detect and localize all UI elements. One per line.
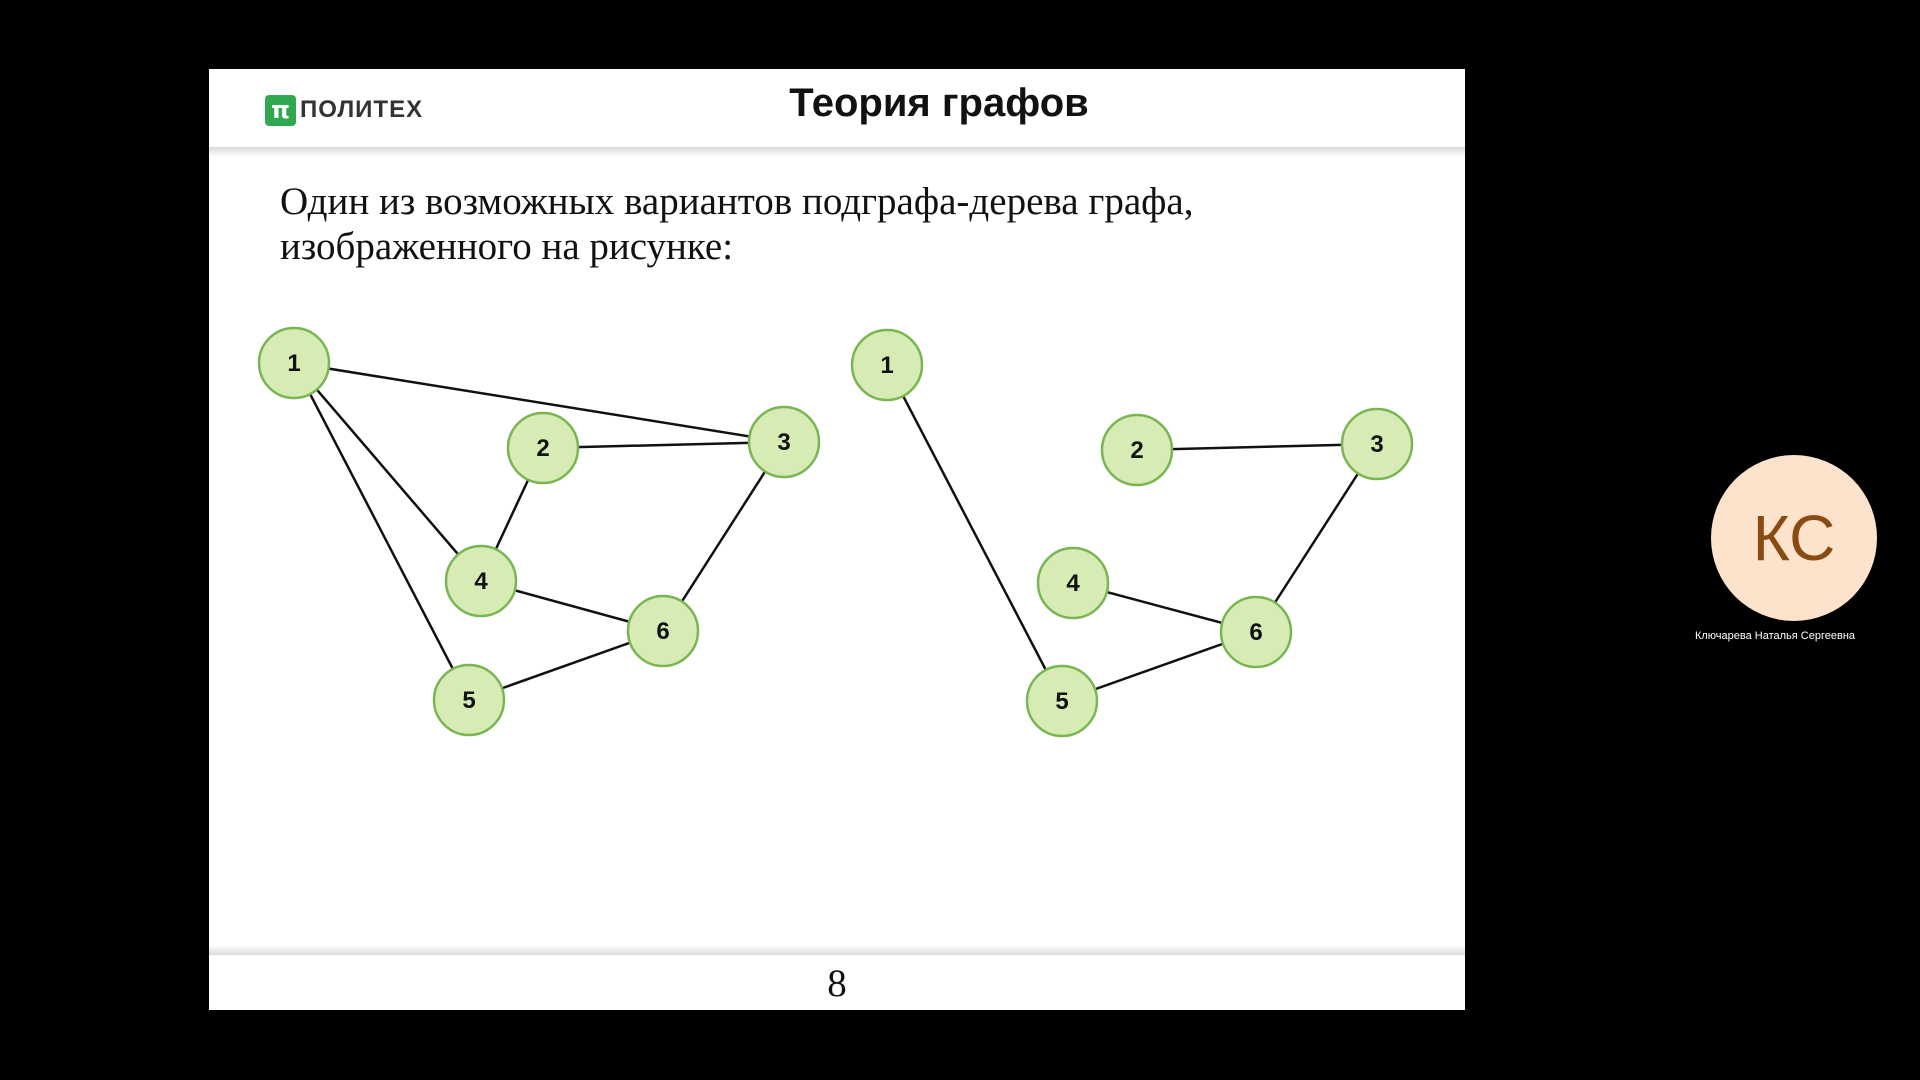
- slide-body-text: Один из возможных вариантов подграфа-дер…: [280, 179, 1380, 269]
- graph-node-2: [1100, 413, 1174, 487]
- subtree-graph: 1 2 3 4 5 6: [850, 328, 1414, 738]
- graph-edge-1-3: [293, 361, 785, 444]
- graph-node-label: 2: [536, 435, 549, 462]
- graph-node-label: 2: [1130, 437, 1143, 464]
- graph-node-3: [747, 405, 821, 479]
- slide-title: Теория графов: [789, 81, 1089, 125]
- graph-node-4: [444, 544, 518, 618]
- logo-mark-icon: π: [265, 94, 296, 126]
- graph-node-label: 6: [656, 618, 669, 645]
- graph-edge-2-3: [1136, 442, 1378, 452]
- footer-divider: [209, 945, 1465, 955]
- graph-node-1: [257, 326, 331, 400]
- graph-node-label: 4: [474, 568, 488, 595]
- graph-node-6: [1219, 595, 1293, 669]
- graph-node-label: 6: [1249, 619, 1262, 646]
- body-text-line-2: изображенного на рисунке:: [280, 225, 734, 268]
- graph-edge-1-5: [292, 362, 471, 701]
- participant-tile[interactable]: КС: [1711, 455, 1877, 621]
- participant-name: Ключарева Наталья Сергеевна: [1694, 630, 1856, 642]
- politech-logo: π ПОЛИТЕХ: [265, 93, 423, 127]
- original-graph: 1 2 3 4 5 6: [257, 326, 821, 737]
- graph-node-1: [850, 328, 924, 402]
- graph-node-label: 4: [1066, 570, 1080, 597]
- graph-edge-1-4: [293, 362, 482, 582]
- participant-avatar: КС: [1711, 455, 1877, 621]
- graph-edge-3-6: [1254, 443, 1379, 633]
- slide-header: π ПОЛИТЕХ Теория графов: [209, 69, 1465, 149]
- graph-node-label: 1: [287, 350, 300, 377]
- graph-node-5: [1025, 664, 1099, 738]
- graph-node-label: 3: [777, 429, 790, 456]
- graph-node-5: [432, 663, 506, 737]
- graph-node-label: 1: [880, 352, 893, 379]
- graph-node-2: [506, 411, 580, 485]
- graph-node-3: [1340, 407, 1414, 481]
- graph-node-4: [1036, 546, 1110, 620]
- graphs-figure: 1 2 3 4 5 6 1 2 3 4 5 6: [257, 326, 1414, 738]
- page-number: 8: [827, 962, 847, 1005]
- presentation-slide: π ПОЛИТЕХ Теория графов Один из возможны…: [209, 69, 1465, 1010]
- header-divider: [209, 147, 1465, 157]
- graph-node-label: 5: [462, 687, 475, 714]
- logo-text: ПОЛИТЕХ: [300, 96, 424, 123]
- graph-node-6: [626, 594, 700, 668]
- graph-node-label: 3: [1370, 431, 1383, 458]
- graph-node-label: 5: [1055, 688, 1068, 715]
- graph-edge-3-6: [661, 441, 786, 632]
- graph-edge-2-3: [542, 440, 785, 450]
- graph-edge-1-5: [885, 364, 1064, 702]
- body-text-line-1: Один из возможных вариантов подграфа-дер…: [280, 180, 1194, 223]
